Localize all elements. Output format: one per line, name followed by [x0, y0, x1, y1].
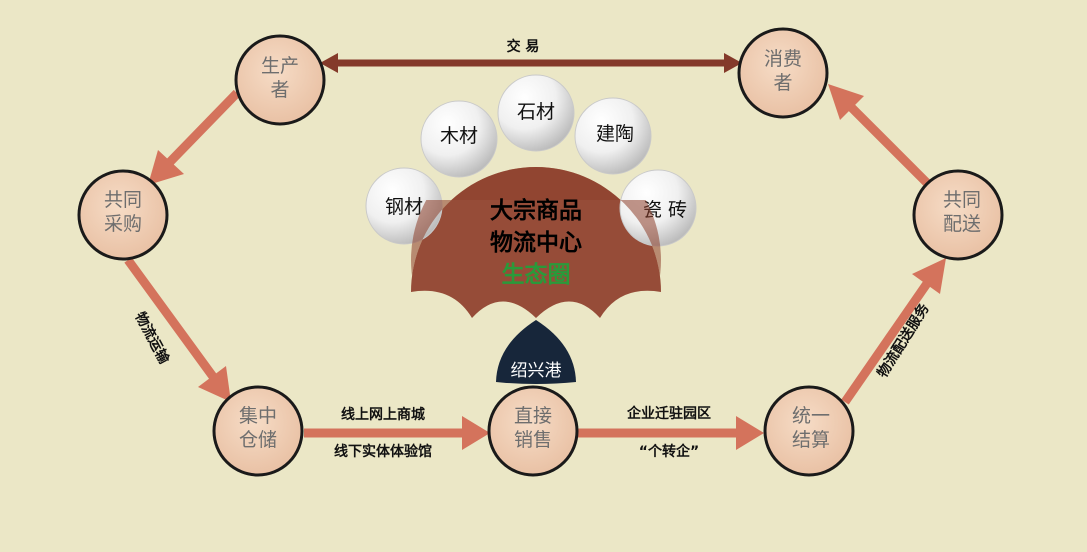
arrow-storage-to-sale — [304, 416, 490, 450]
node-consumer-line1: 消费 — [764, 48, 802, 70]
petal-wood: 木材 — [420, 100, 498, 178]
node-direct-sale: 直接 销售 — [487, 385, 579, 477]
petal-ceramic-label: 建陶 — [596, 123, 634, 145]
arrow-delivery-to-consumer — [828, 84, 932, 188]
petal-ceramic: 建陶 — [574, 97, 652, 175]
arrow-producer-to-purchase — [148, 89, 241, 185]
petal-stone: 石材 — [497, 74, 575, 152]
node-joint-purchase: 共同 采购 — [77, 169, 169, 261]
petal-tile-label: 瓷 砖 — [643, 199, 687, 221]
individual-to-enterprise-label: “个转企” — [639, 443, 699, 460]
node-joint-purchase-line1: 共同 — [104, 189, 142, 211]
arrow-settlement-to-delivery — [841, 258, 946, 405]
online-mall-label: 线上网上商城 — [341, 406, 425, 423]
node-consumer-line2: 者 — [773, 72, 792, 94]
petal-stone-label: 石材 — [517, 101, 555, 123]
center-hub: 绍兴港 钢材 木材 石材 建陶 瓷 砖 大宗商品 — [365, 74, 697, 384]
center-title-line2: 物流中心 — [490, 229, 582, 256]
node-producer-line2: 者 — [270, 79, 289, 101]
center-title-line1: 大宗商品 — [490, 197, 582, 224]
node-consumer: 消费 者 — [737, 27, 829, 119]
node-joint-purchase-line2: 采购 — [104, 213, 142, 235]
node-direct-sale-line2: 销售 — [514, 429, 552, 451]
arrow-purchase-to-storage — [124, 257, 231, 402]
petal-tile: 瓷 砖 — [619, 169, 697, 247]
node-producer-line1: 生产 — [261, 55, 299, 77]
center-eco-label: 生态圈 — [502, 261, 571, 288]
petal-steel-label: 钢材 — [385, 196, 423, 218]
offline-store-label: 线下实体体验馆 — [334, 443, 432, 460]
node-joint-delivery-line2: 配送 — [943, 213, 981, 235]
node-producer: 生产 者 — [234, 34, 326, 126]
trade-arrow — [320, 53, 742, 73]
node-central-storage: 集中 仓储 — [212, 385, 304, 477]
node-direct-sale-line1: 直接 — [514, 405, 552, 427]
trade-label: 交 易 — [507, 38, 540, 55]
petal-wood-label: 木材 — [440, 125, 478, 147]
enterprise-relocation-label: 企业迁驻园区 — [626, 405, 711, 422]
arrow-sale-to-settlement — [577, 416, 764, 450]
node-unified-settlement-line2: 结算 — [792, 429, 830, 451]
node-joint-delivery-line1: 共同 — [943, 189, 981, 211]
node-central-storage-line1: 集中 — [239, 405, 277, 427]
port-shape — [496, 320, 576, 384]
node-unified-settlement-line1: 统一 — [792, 405, 830, 427]
node-joint-delivery: 共同 配送 — [912, 169, 1004, 261]
node-central-storage-line2: 仓储 — [239, 429, 277, 451]
port-label: 绍兴港 — [511, 361, 562, 381]
node-unified-settlement: 统一 结算 — [763, 385, 855, 477]
fan-shape — [411, 167, 661, 318]
